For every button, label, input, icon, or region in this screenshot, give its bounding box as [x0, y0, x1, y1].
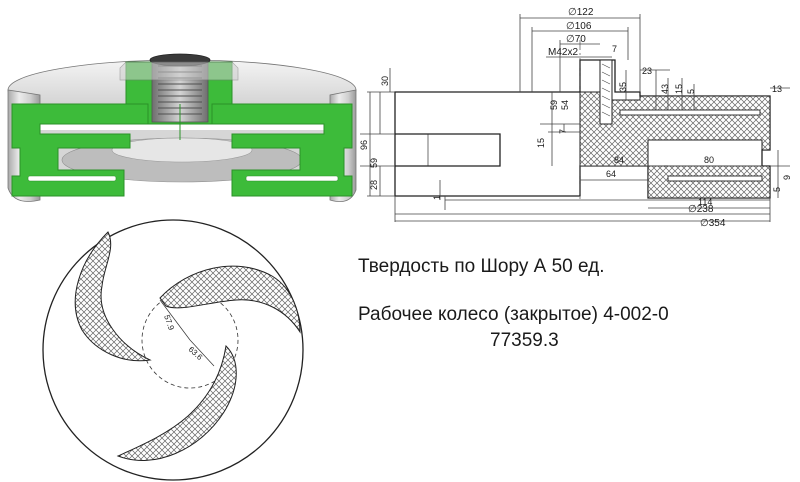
part-number: 77359.3 [490, 330, 559, 351]
dim-d122: ∅122 [568, 7, 594, 18]
dim-43: 43 [660, 84, 670, 94]
dim-64: 64 [606, 169, 616, 179]
dim-80: 80 [704, 155, 714, 165]
dim-d70: ∅70 [566, 34, 586, 45]
dim-30: 30 [380, 76, 390, 86]
dim-15-right: 15 [674, 84, 684, 94]
hardness-note: Твердость по Шору А 50 ед. [358, 256, 605, 277]
dim-9: 9 [782, 175, 792, 180]
dim-23: 23 [642, 66, 652, 76]
dim-59-left: 59 [369, 158, 379, 168]
dim-114: 114 [698, 197, 712, 207]
dim-54: 54 [560, 100, 570, 110]
dim-13: 13 [772, 84, 782, 94]
dim-thread: M42x2 [548, 47, 578, 58]
dim-59-inner: 59 [549, 100, 559, 110]
dim-15-left: 15 [536, 138, 546, 148]
dim-5-right: 5 [772, 187, 782, 192]
dim-d354: ∅354 [700, 218, 726, 229]
dim-7-top: 7 [612, 44, 617, 54]
plan-view: 57.9 63.6 [42, 219, 304, 481]
cutaway-3d-view [7, 53, 357, 203]
dim-28: 28 [369, 180, 379, 190]
dim-84: 84 [614, 155, 624, 165]
dim-96: 96 [359, 140, 369, 150]
dim-7-left: 7 [558, 129, 568, 134]
part-title: Рабочее колесо (закрытое) 4-002-0 [358, 304, 669, 325]
section-drawing: ∅122 ∅106 ∅70 M42x2 ∅238 ∅354 30 96 59 2… [359, 7, 792, 229]
dim-35: 35 [618, 82, 628, 92]
dim-d106: ∅106 [566, 21, 592, 32]
dim-d238: ∅238 [688, 204, 714, 215]
dim-5-top: 5 [686, 89, 696, 94]
dim-1: 1 [432, 195, 442, 200]
